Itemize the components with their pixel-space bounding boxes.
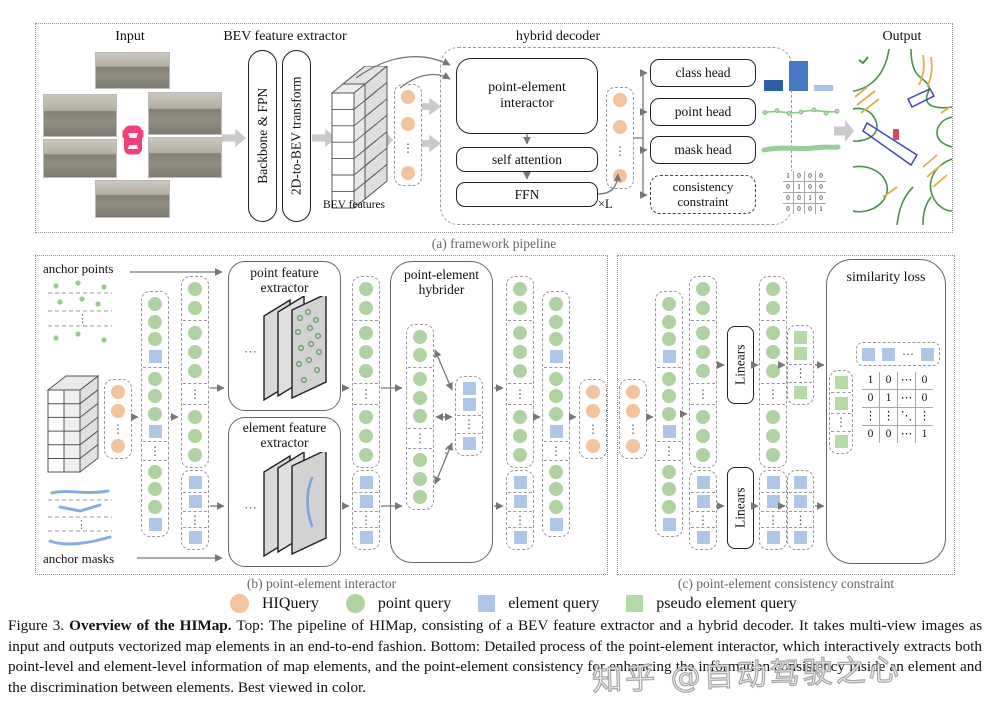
camera-image-back-left [43,139,117,178]
figure-caption-prefix: Figure 3. [8,617,70,634]
dots: ⋯ [244,344,257,359]
hybrider-out-point-column: ⋮ [506,276,534,468]
class-head-box: class head [650,59,756,87]
point-extractor-label: point feature extractor [250,265,319,295]
figure-caption-text: Top: The pipeline of HIMap, consisting o… [8,617,983,697]
figure-caption-bold: Overview of the HIMap. [69,617,232,634]
ego-car-icon [122,125,144,155]
point-query-icon [345,594,365,613]
hiquery-column-c: ⋮ [619,379,647,459]
anchor-masks-graphic: ⋮ [48,489,112,546]
backbone-fpn-label: Backbone & FPN [254,87,270,184]
similarity-loss-label: similarity loss [846,270,926,285]
camera-image-back-right [148,137,222,178]
panel-c-caption: (c) point-element consistency constraint [677,576,895,591]
hybrid-decoder-label: hybrid decoder [515,29,601,44]
bev-transform-box: 2D-to-BEV transform [282,50,311,222]
legend-item-pseudo-element-query: pseudo element query [626,594,797,613]
legend-label: point query [377,594,452,612]
interactor-box: point-element interactor [456,58,598,134]
linears-label: Linears [732,344,748,386]
class-scores-bars [764,57,836,91]
panel-a-border [35,23,953,233]
ffn-box: FFN [456,182,598,207]
hiquery-icon [230,594,249,613]
panel-c-border [617,255,955,575]
hiquery-column-b: ⋮ [104,379,132,459]
input-label: Input [115,29,145,44]
mixed-query-column-c: ⋮ [655,291,683,537]
similarity-element-row: ⋯ [856,342,940,366]
pseudo-element-column: ⋮ [787,325,814,405]
legend-item-point-query: point query [345,594,452,613]
hiquery-column-b-out: ⋮ [579,379,607,459]
linears-box-bottom: Linears [727,467,754,549]
output-map [853,48,953,225]
hiquery-column: ⋮ [394,84,422,186]
linears-box-top: Linears [727,326,754,404]
dots: ⋯ [244,500,257,515]
hybrider-dots: ⋮ [440,446,452,460]
element-query-column: ⋮ [181,470,209,550]
consistency-constraint-box: consistency constraint [650,175,756,214]
linears-label: Linears [732,487,748,529]
dots: ⋮ [76,519,87,531]
legend-label: element query [508,594,600,612]
legend-item-element-query: element query [478,595,599,613]
mixed-query-column-out: ⋮ [542,291,570,537]
panel-a-caption: (a) framework pipeline [431,236,557,251]
anchor-points-label: anchor points [43,261,114,276]
legend-label: HIQuery [262,594,319,612]
pseudo-element-query-icon [626,595,644,612]
hybrider-point-column: ⋮ [406,324,434,510]
hybrid-decoder-box [440,47,792,225]
anchor-masks-label: anchor masks [43,551,115,566]
bev-feature-stack [330,66,388,210]
bev-feature-stack-b [46,374,100,474]
panel-b-caption: (b) point-element interactor [246,576,397,591]
self-attention-box: self attention [456,147,598,172]
backbone-fpn-box: Backbone & FPN [248,50,277,222]
point-head-box: point head [650,98,756,126]
point-query-column-c: ⋮ [689,276,717,468]
hybrider-label: point-element hybrider [404,267,479,297]
camera-image-front [95,52,170,89]
element-query-column-c: ⋮ [689,470,717,550]
point-query-column-c2: ⋮ [759,276,787,468]
element-query-column-c3: ⋮ [787,470,814,550]
output-label: Output [882,29,922,44]
element-query-icon [478,595,496,612]
legend-item-hiquery: HIQuery [230,594,319,613]
legend-label: pseudo element query [656,594,797,612]
element-query-column-c2: ⋮ [759,470,787,550]
point-head-output [762,107,840,116]
figure-caption: Figure 3. Overview of the HIMap. Top: Th… [8,616,982,699]
bev-transform-label: 2D-to-BEV transform [288,76,304,196]
anchor-points-graphic: ⋮ [48,280,112,343]
legend: HIQuery point query element query pseudo… [230,594,797,613]
mask-head-box: mask head [650,136,756,164]
camera-image-front-left [43,94,117,137]
dots: ⋮ [77,313,88,325]
element-feature-column: ⋮ [352,470,380,550]
bev-features-label: BEV features [322,199,386,211]
point-feature-column: ⋮ [352,276,380,468]
camera-image-front-right [148,92,222,135]
hiquery-output-column: ⋮ [606,87,634,189]
hybrider-element-column: ⋮ [455,376,483,456]
camera-image-back [95,180,170,218]
element-extractor-label: element feature extractor [242,420,327,450]
mask-head-output [761,144,841,153]
point-extractor-planes: ⋯ [244,296,327,402]
point-query-column: ⋮ [181,276,209,468]
element-extractor-planes: ⋯ [244,452,327,558]
panel-b-border [35,255,608,575]
bev-extractor-label: BEV feature extractor [223,29,347,44]
loops-label: ×L [598,197,613,211]
mixed-query-column: ⋮ [141,291,169,537]
hybrider-out-element-column: ⋮ [506,470,534,550]
similarity-pseudo-column: ⋮ [829,370,853,454]
